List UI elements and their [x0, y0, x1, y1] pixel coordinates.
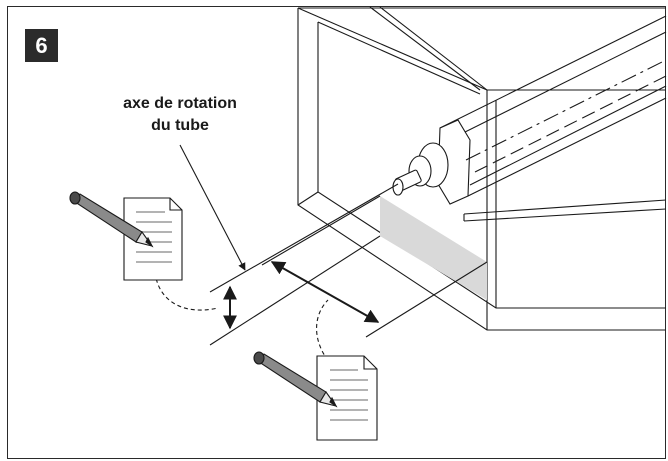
rotation-axis-label: axe de rotation du tube	[100, 93, 260, 137]
dimension-lines	[154, 144, 488, 376]
pencil-icon	[253, 351, 338, 408]
roller-tube	[392, 15, 667, 222]
box-housing	[297, 6, 666, 331]
document-icon	[316, 355, 378, 441]
figure-number-badge: 6	[25, 29, 58, 62]
document-icon	[123, 197, 183, 281]
rotation-axis-label-line2: du tube	[151, 117, 209, 134]
shaded-area	[380, 196, 487, 300]
pencil-icon	[69, 191, 154, 248]
double-arrow-icon	[270, 261, 380, 323]
rotation-axis-label-line1: axe de rotation	[123, 95, 237, 112]
